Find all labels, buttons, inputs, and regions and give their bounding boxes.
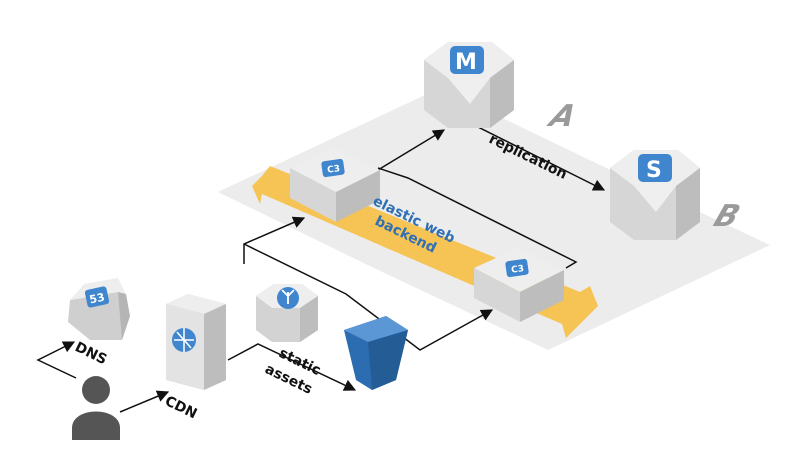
- ec2-chip-icon: [321, 158, 345, 178]
- share-node: [256, 284, 318, 342]
- web-server-b-node: C3: [474, 248, 564, 322]
- replication-line: [475, 125, 606, 191]
- master-db-node: M: [424, 42, 514, 128]
- web-server-a-node: C3: [290, 148, 380, 222]
- cdn-to-static-line: [227, 343, 357, 391]
- zone-b-label: B: [709, 199, 745, 234]
- web-a-to-master-line: [377, 129, 446, 171]
- dns-label: DNS: [72, 339, 109, 368]
- cdn-label: CDN: [162, 393, 199, 422]
- s3-bucket-icon: [344, 316, 408, 390]
- zone-a-label: A: [542, 99, 581, 134]
- svg-text:M: M: [455, 50, 477, 75]
- cdn-node: [166, 294, 226, 390]
- user-to-cdn-line: [119, 390, 170, 413]
- slave-badge: [638, 154, 672, 182]
- dns-badge-text: 53: [88, 291, 106, 307]
- svg-text:C3: C3: [511, 264, 525, 276]
- ec2-chip-icon-b: [505, 258, 529, 278]
- slave-db-node: S: [610, 150, 700, 240]
- svg-text:C3: C3: [327, 164, 341, 176]
- svg-text:S: S: [646, 158, 662, 183]
- user-to-dns-line: [36, 341, 77, 379]
- connection-lines: [36, 125, 606, 413]
- web-b-to-master-line: [377, 167, 578, 269]
- user-icon: [72, 376, 120, 440]
- dns-node: 53: [68, 278, 130, 340]
- master-badge: [450, 46, 484, 74]
- route53-badge: [84, 286, 110, 308]
